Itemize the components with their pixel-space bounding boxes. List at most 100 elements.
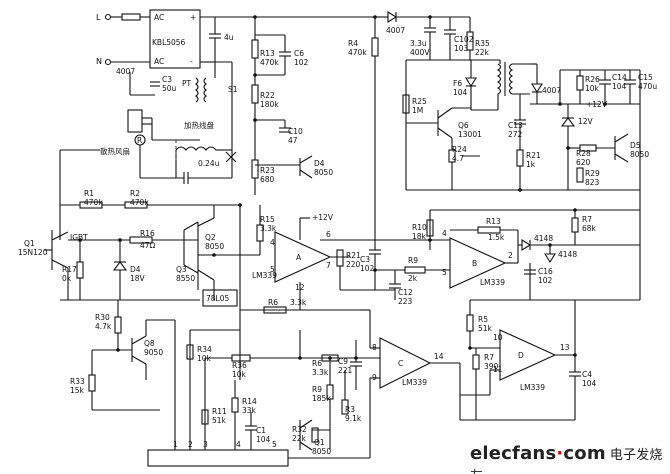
- svg-text:C1: C1: [256, 426, 266, 435]
- svg-text:4007: 4007: [542, 86, 561, 95]
- aux-supply: C3 50u PT S1: [127, 61, 238, 160]
- svg-text:10: 10: [493, 333, 503, 342]
- svg-text:R15: R15: [260, 215, 275, 224]
- svg-text:22k: 22k: [475, 48, 490, 57]
- svg-text:5: 5: [272, 440, 277, 449]
- svg-text:390: 390: [484, 362, 499, 371]
- svg-text:6: 6: [326, 230, 331, 239]
- svg-text:C13: C13: [508, 121, 523, 130]
- svg-text:8050: 8050: [312, 447, 331, 456]
- svg-text:22k: 22k: [292, 434, 307, 443]
- svg-text:78L05: 78L05: [206, 294, 229, 303]
- svg-text:R7: R7: [582, 215, 592, 224]
- svg-text:C102: C102: [454, 35, 474, 44]
- svg-text:5: 5: [442, 268, 447, 277]
- snubber-path: R4 470k 4007: [348, 11, 430, 220]
- watermark-tld: com: [563, 443, 606, 464]
- svg-text:R7: R7: [484, 353, 494, 362]
- svg-text:4u: 4u: [224, 33, 234, 42]
- svg-text:68k: 68k: [582, 224, 597, 233]
- svg-text:R33: R33: [70, 377, 85, 386]
- svg-text:R26: R26: [585, 75, 600, 84]
- svg-text:13001: 13001: [458, 130, 482, 139]
- svg-text:18V: 18V: [130, 274, 146, 283]
- svg-text:9.1k: 9.1k: [345, 414, 362, 423]
- svg-text:R6: R6: [268, 298, 278, 307]
- svg-text:104: 104: [582, 379, 597, 388]
- svg-text:C9: C9: [338, 357, 348, 366]
- svg-text:8050: 8050: [314, 168, 333, 177]
- svg-text:2: 2: [508, 251, 513, 260]
- svg-text:8050: 8050: [205, 242, 224, 251]
- svg-text:680: 680: [260, 175, 275, 184]
- svg-text:1.5k: 1.5k: [488, 233, 505, 242]
- svg-text:Q6: Q6: [458, 121, 469, 130]
- svg-text:C15: C15: [638, 73, 653, 82]
- svg-text:散热风扇: 散热风扇: [100, 146, 130, 156]
- svg-text:LM339: LM339: [520, 383, 545, 392]
- svg-text:Q8: Q8: [144, 339, 155, 348]
- svg-text:R30: R30: [95, 313, 110, 322]
- terminal-L-label: L: [96, 13, 101, 22]
- svg-text:R13: R13: [486, 217, 501, 226]
- svg-text:R3: R3: [345, 405, 355, 414]
- svg-text:823: 823: [585, 178, 600, 187]
- svg-text:470k: 470k: [130, 198, 149, 207]
- svg-text:R36: R36: [232, 361, 247, 370]
- svg-text:470k: 470k: [84, 198, 103, 207]
- svg-text:33k: 33k: [242, 406, 257, 415]
- svg-text:185k: 185k: [312, 394, 331, 403]
- svg-text:18k: 18k: [412, 232, 427, 241]
- comparator-d: R5 51k R7 390 D 10 11 13 LM339 C4 104: [460, 70, 641, 421]
- svg-text:470k: 470k: [260, 58, 279, 67]
- svg-text:R17: R17: [62, 265, 77, 274]
- svg-text:C3: C3: [360, 255, 370, 264]
- svg-text:加热线盘: 加热线盘: [184, 120, 214, 130]
- mains-input: L N AC AC KBL5056 + - 4007: [96, 9, 375, 76]
- heater-coil: 加热线盘 0.24u: [140, 120, 237, 184]
- svg-text:+12V: +12V: [312, 213, 334, 222]
- svg-text:0k: 0k: [62, 274, 72, 283]
- svg-text:4: 4: [236, 440, 241, 449]
- svg-text:4148: 4148: [534, 234, 553, 243]
- comparator-a: A LM339 +12V 4 5 6 7 12 R21 220 R6 3.3k: [240, 213, 430, 314]
- fan-driver: R30 4.7k Q8 9050 R33 15k: [70, 300, 176, 450]
- svg-text:R4: R4: [348, 39, 358, 48]
- svg-text:50u: 50u: [162, 84, 177, 93]
- igbt-stage: R1 470k R2 470k Q1 15N120 IGBT R16 47Ω R…: [18, 150, 240, 301]
- svg-text:D: D: [518, 351, 524, 360]
- svg-text:102: 102: [360, 264, 375, 273]
- svg-text:3.3k: 3.3k: [312, 368, 329, 377]
- svg-text:4.7: 4.7: [452, 154, 464, 163]
- svg-text:R34: R34: [197, 345, 212, 354]
- svg-text:R35: R35: [475, 39, 490, 48]
- svg-text:C4: C4: [582, 370, 592, 379]
- svg-text:3.3k: 3.3k: [290, 298, 307, 307]
- svg-text:AC: AC: [154, 13, 164, 22]
- svg-text:R21: R21: [526, 151, 541, 160]
- svg-text:620: 620: [576, 158, 591, 167]
- svg-text:R24: R24: [452, 145, 467, 154]
- svg-text:2: 2: [188, 440, 193, 449]
- svg-text:15N120: 15N120: [18, 248, 48, 257]
- svg-text:47: 47: [288, 136, 298, 145]
- svg-text:104: 104: [612, 82, 627, 91]
- junctions: [78, 15, 607, 360]
- input-capacitor: 4u: [209, 17, 234, 62]
- bridge-rectifier: [149, 9, 201, 69]
- svg-text:15k: 15k: [70, 386, 85, 395]
- svg-text:+: +: [190, 13, 196, 22]
- svg-text:1M: 1M: [412, 106, 423, 115]
- bias-network: R13 470k C6 102 R22 180k C10 47 R23 680 …: [251, 17, 333, 195]
- surge-detect: R9 185k R3 9.1k R32 22k Q1 8050: [292, 358, 362, 456]
- svg-text:R28: R28: [576, 149, 591, 158]
- connector-block: [147, 449, 289, 467]
- svg-text:4: 4: [270, 238, 275, 247]
- svg-text:104: 104: [453, 88, 468, 97]
- svg-text:R13: R13: [260, 49, 275, 58]
- svg-text:D5: D5: [630, 141, 641, 150]
- watermark: elecfans·com电子发烧友: [470, 443, 670, 474]
- svg-text:9050: 9050: [144, 348, 163, 357]
- svg-text:AC: AC: [154, 57, 164, 66]
- svg-text:IGBT: IGBT: [70, 233, 88, 242]
